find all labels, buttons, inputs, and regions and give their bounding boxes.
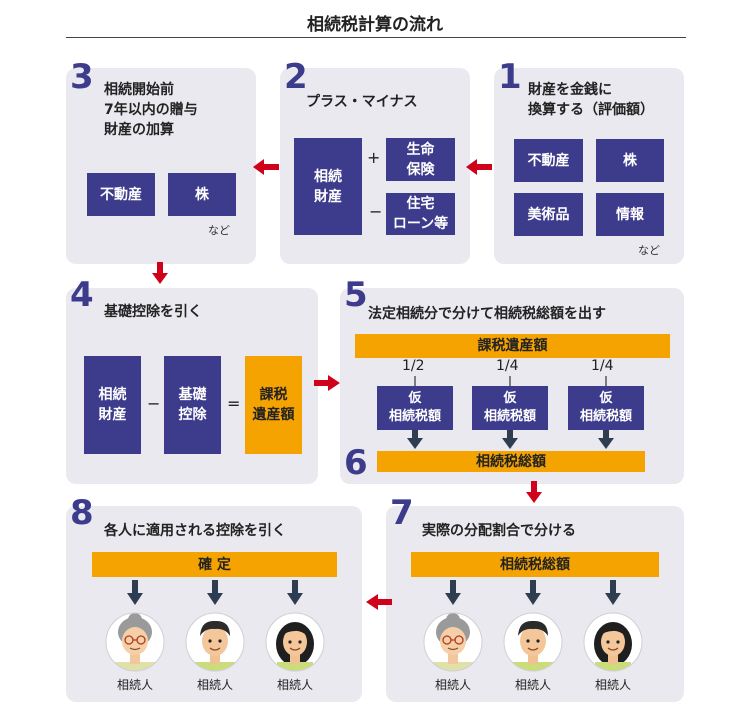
- step5-fraction-3: 1/4: [591, 358, 614, 374]
- step4-minus: −: [147, 394, 161, 413]
- step4-basic-deduction: 基礎 控除: [164, 356, 221, 454]
- step3-number: 3: [70, 57, 94, 97]
- step7-heir-label-3: 相続人: [594, 678, 631, 692]
- avatar-woman-icon: [265, 612, 325, 672]
- avatar-woman-icon: [583, 612, 643, 672]
- page-title: 相続税計算の流れ: [307, 15, 443, 35]
- step2-minus: −: [369, 202, 383, 221]
- step1-item-stock: 株: [596, 139, 664, 182]
- step2-number: 2: [284, 57, 308, 97]
- arrow-step6-to-step7: [526, 481, 542, 503]
- step2-plus: +: [367, 148, 381, 167]
- step3-item-stock: 株: [168, 173, 236, 216]
- step7-number: 7: [390, 493, 414, 533]
- step8-number: 8: [70, 493, 94, 533]
- step6-total-tax-bar: 相続税総額: [377, 451, 645, 472]
- step5-provisional-tax-3: 仮 相続税額: [568, 386, 644, 430]
- step1-item-information: 情報: [596, 193, 664, 236]
- step8-title: 各人に適用される控除を引く: [104, 523, 286, 539]
- step3-note: など: [208, 224, 230, 237]
- step6-number: 6: [344, 443, 368, 483]
- step5-title: 法定相続分で分けて相続税総額を出す: [368, 306, 606, 322]
- step4-number: 4: [70, 275, 94, 315]
- step8-heir-label-2: 相続人: [196, 678, 233, 692]
- avatar-elderly-woman-icon: [105, 612, 165, 672]
- step5-taxable-estate-bar: 課税遺産額: [355, 334, 670, 358]
- arrow-step1-to-step2: [466, 159, 492, 175]
- step5-number: 5: [344, 275, 368, 315]
- step3-title: 相続開始前 7年以内の贈与 財産の加算: [104, 82, 198, 138]
- step4-assets: 相続 財産: [84, 356, 141, 454]
- step3-panel: [66, 68, 256, 264]
- step5-provisional-tax-2: 仮 相続税額: [472, 386, 548, 430]
- step1-item-real-estate: 不動産: [514, 139, 583, 182]
- step8-heir-label-3: 相続人: [276, 678, 313, 692]
- step4-equals: =: [227, 394, 241, 413]
- step7-title: 実際の分配割合で分ける: [422, 523, 576, 539]
- arrow-step2-to-step3: [253, 159, 279, 175]
- arrow-step7-to-step8: [366, 594, 392, 610]
- step5-fraction-1: 1/2: [402, 358, 425, 374]
- step8-final-bar: 確 定: [92, 552, 337, 577]
- step2-title: プラス・マイナス: [306, 94, 418, 110]
- step2-life-insurance: 生命 保険: [386, 138, 455, 181]
- step1-note: など: [638, 244, 660, 257]
- avatar-man-icon: [185, 612, 245, 672]
- step1-number: 1: [498, 57, 522, 97]
- step7-heir-label-1: 相続人: [434, 678, 471, 692]
- step4-taxable-estate: 課税 遺産額: [245, 356, 302, 454]
- step7-total-tax-bar: 相続税総額: [411, 552, 659, 577]
- arrow-step4-to-step5: [314, 375, 340, 391]
- step3-item-real-estate: 不動産: [87, 173, 155, 216]
- title-underline: [66, 37, 686, 38]
- step5-provisional-tax-1: 仮 相続税額: [377, 386, 453, 430]
- step2-base-assets: 相続 財産: [294, 138, 362, 235]
- arrow-step3-to-step4: [152, 262, 168, 284]
- step1-item-art: 美術品: [514, 193, 583, 236]
- step7-heir-label-2: 相続人: [514, 678, 551, 692]
- step2-housing-loan: 住宅 ローン等: [386, 193, 455, 235]
- step4-title: 基礎控除を引く: [104, 304, 202, 320]
- avatar-man-icon: [503, 612, 563, 672]
- step8-heir-label-1: 相続人: [116, 678, 153, 692]
- step5-fraction-2: 1/4: [496, 358, 519, 374]
- step1-title: 財産を金銭に 換算する（評価額）: [528, 82, 654, 118]
- avatar-elderly-woman-icon: [423, 612, 483, 672]
